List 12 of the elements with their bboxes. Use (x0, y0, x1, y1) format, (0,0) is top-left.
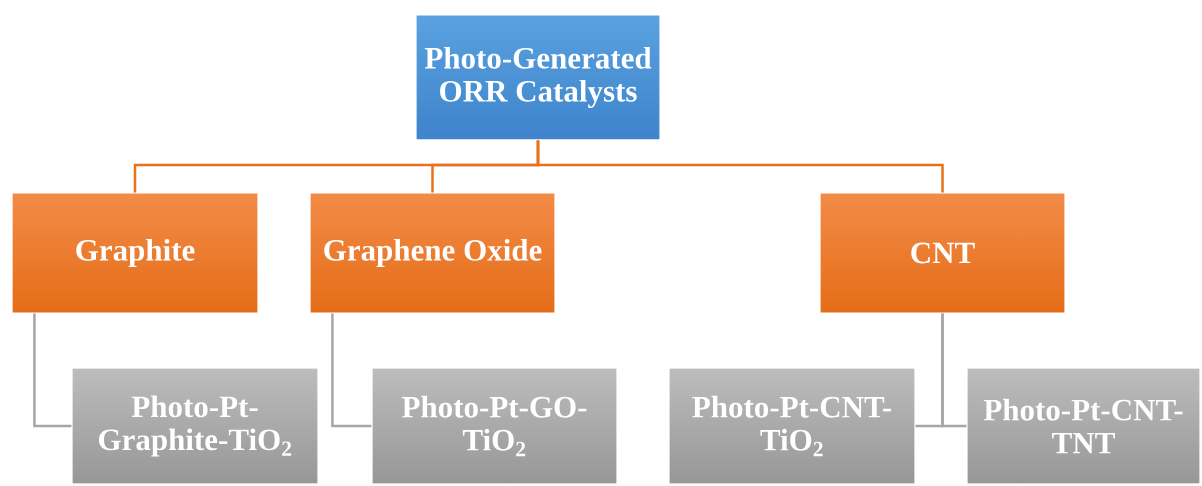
root-box: Photo-Generated ORR Catalysts (415, 14, 661, 141)
category-box: Graphite (11, 192, 259, 314)
product-box: Photo-Pt-CNT-TNT (966, 367, 1201, 485)
category-box: CNT (819, 192, 1066, 314)
connector-line (536, 140, 944, 193)
product-box: Photo-Pt-CNT-TiO$_{2}$ (668, 367, 916, 485)
product-box: Photo-Pt-GO-TiO$_{2}$ (371, 367, 618, 485)
product-box: Photo-Pt-Graphite-TiO$_{2}$ (71, 367, 319, 485)
connector-line (331, 313, 372, 428)
category-box: Graphene Oxide (309, 192, 556, 314)
connector-line (941, 313, 967, 428)
connector-line (33, 313, 72, 428)
